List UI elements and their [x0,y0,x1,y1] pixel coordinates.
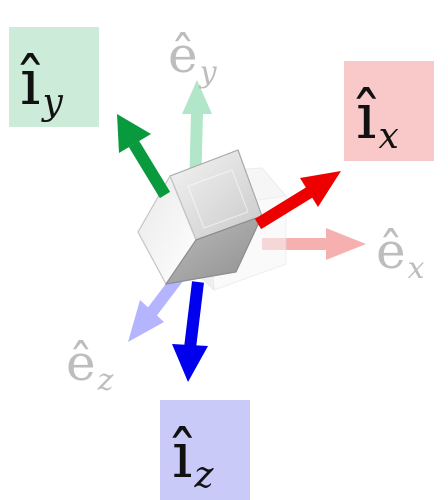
local-y-label-box [9,27,99,127]
local-x-label-box [344,61,434,161]
local-z-axis-arrow [172,281,208,382]
world-z-label: êz [66,334,114,398]
local-x-axis-arrow [254,171,341,230]
world-x-label: êx [376,222,425,286]
local-z-label: îz [172,419,214,496]
local-x-label: îx [356,80,399,157]
world-y-label: êy [168,26,218,90]
local-y-axis-arrow [117,114,171,199]
local-z-label-box [160,400,250,500]
local-y-label: îy [20,46,63,123]
